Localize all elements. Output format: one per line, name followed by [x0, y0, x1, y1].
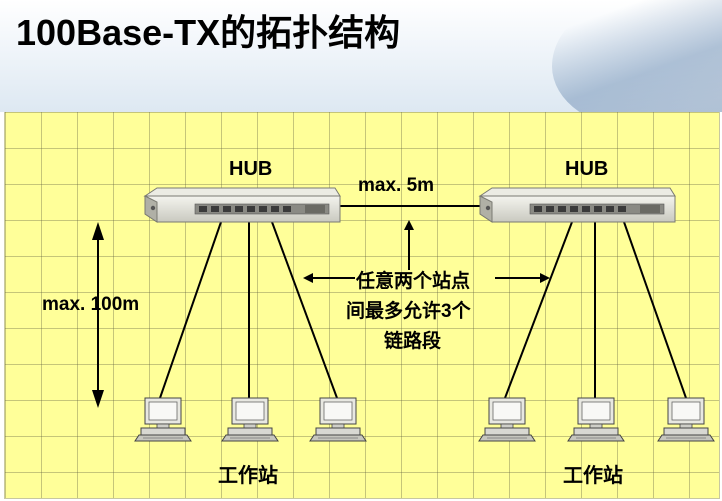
stations-right-label: 工作站: [563, 465, 623, 487]
cable-left-1: [159, 221, 222, 399]
max-cable-arrow-top: [92, 222, 104, 240]
note-line-2: 间最多允许3个: [346, 301, 471, 322]
cable-right-3: [623, 221, 687, 399]
hub-left-icon: [144, 187, 341, 223]
hub-right-label: HUB: [565, 158, 609, 180]
max-cable-arrow-bottom: [92, 390, 104, 408]
title-header: 100Base-TX的拓扑结构: [0, 0, 722, 112]
note-line-3: 链路段: [384, 331, 442, 352]
cable-right-1: [504, 221, 573, 399]
decorative-swirl: [552, 0, 722, 112]
page-title: 100Base-TX的拓扑结构: [16, 12, 401, 53]
hub-left-label: HUB: [229, 158, 273, 180]
stations-left-label: 工作站: [218, 465, 278, 487]
workstation-right-3-icon: [657, 397, 715, 442]
hub-link-distance-label: max. 5m: [358, 175, 435, 196]
workstation-right-1-icon: [478, 397, 536, 442]
workstation-left-2-icon: [221, 397, 279, 442]
cable-distance-label: max. 100m: [42, 294, 140, 315]
cable-left-3: [271, 221, 338, 399]
workstation-left-1-icon: [134, 397, 192, 442]
hub-right-icon: [479, 187, 676, 223]
note-line-1: 任意两个站点: [356, 271, 471, 292]
workstation-right-2-icon: [567, 397, 625, 442]
workstation-left-3-icon: [309, 397, 367, 442]
